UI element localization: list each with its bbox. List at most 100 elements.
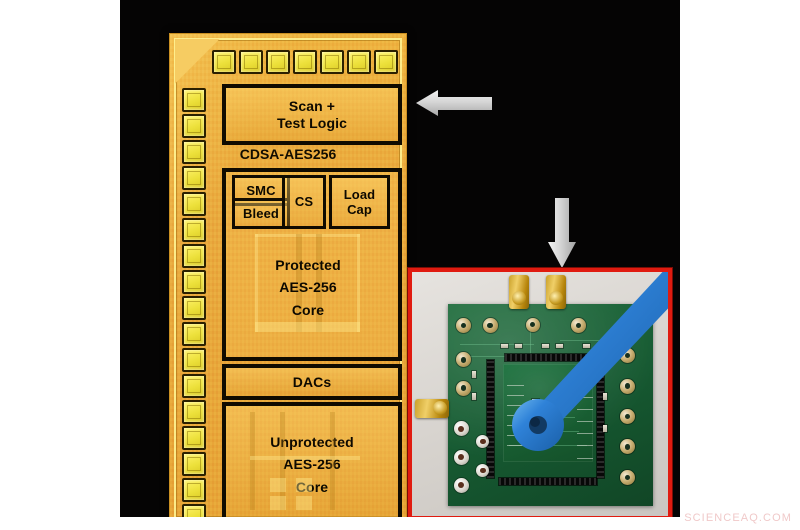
unprotected-core-metal xyxy=(270,478,286,492)
protected-core-metal xyxy=(255,234,360,237)
protected-core-metal xyxy=(357,234,360,332)
pcb-via-pad xyxy=(482,317,498,333)
pcb-silkscreen xyxy=(507,394,524,396)
bond-pad-top xyxy=(239,50,263,74)
bond-pad-top xyxy=(212,50,236,74)
bond-pad-top xyxy=(347,50,371,74)
bleed-label: Bleed xyxy=(243,205,279,221)
chip-die-micrograph: Scan + Test Logic CDSA-AES256 SMC Bleed … xyxy=(170,34,406,517)
pcb-via-pad xyxy=(619,409,635,425)
pcb-smd-component xyxy=(603,425,608,433)
unprotected-core-metal xyxy=(250,412,255,510)
block-dacs: DACs xyxy=(222,364,402,400)
block-unprotected-aes-core: Unprotected AES-256 Core xyxy=(222,402,402,517)
pcb-silkscreen xyxy=(576,457,594,459)
load-cap-line2: Cap xyxy=(347,202,372,217)
pcb-smd-component xyxy=(556,344,564,349)
bond-pad-top xyxy=(374,50,398,74)
pcb-test-pad xyxy=(476,435,490,449)
bond-pad-left xyxy=(182,426,206,450)
pcb-trace xyxy=(529,319,531,361)
smc-label: SMC xyxy=(246,182,276,198)
pcb-silkscreen xyxy=(576,409,594,411)
pcb-test-pad xyxy=(453,449,469,465)
pcb-via-pad xyxy=(456,317,472,333)
pcb-trace xyxy=(560,340,622,342)
pcb-via-pad xyxy=(525,317,540,332)
pcb-test-pad xyxy=(453,477,469,493)
block-scan-test-logic: Scan + Test Logic xyxy=(222,84,402,145)
pcb-via-pad xyxy=(456,352,472,368)
pcb-silkscreen xyxy=(507,445,524,447)
protected-core-metal xyxy=(255,322,360,332)
unprotected-core-metal xyxy=(330,412,335,510)
pcb-header-top xyxy=(505,354,592,362)
protected-core-metal xyxy=(296,234,302,332)
protected-core-line2: AES-256 xyxy=(279,279,337,296)
bond-pad-left xyxy=(182,348,206,372)
unprotected-core-metal xyxy=(296,496,312,510)
bond-pad-left xyxy=(182,400,206,424)
bond-pad-left xyxy=(182,244,206,268)
unprotected-core-metal xyxy=(270,496,286,510)
pcb-silkscreen xyxy=(576,445,594,447)
pcb-silkscreen xyxy=(576,421,594,423)
watermark: SCIENCEAQ.COM xyxy=(684,512,792,524)
block-cs: CS xyxy=(282,175,326,229)
pcb-smd-component xyxy=(472,370,477,378)
pcb-via-pad xyxy=(619,378,635,394)
pcb-test-pad xyxy=(453,421,469,437)
pcb-header-bottom xyxy=(499,477,598,485)
unprotected-core-metal xyxy=(296,478,312,492)
pcb-via-pad xyxy=(619,469,635,485)
pcb-smd-component xyxy=(501,344,509,349)
bond-pad-left xyxy=(182,114,206,138)
protected-core-metal xyxy=(316,234,322,332)
pcb-smd-component xyxy=(603,392,608,400)
pcb-smd-component xyxy=(472,392,477,400)
pcb-photograph xyxy=(408,268,672,517)
pcb-sma-connector-left xyxy=(415,398,450,418)
protected-core-line3: Core xyxy=(291,301,325,318)
load-cap-line1: Load xyxy=(343,186,376,202)
bond-pad-left xyxy=(182,270,206,294)
pcb-via-pad xyxy=(619,439,635,455)
bond-pad-left xyxy=(182,478,206,502)
pcb-silkscreen xyxy=(507,404,524,406)
dacs-label: DACs xyxy=(292,373,332,390)
pcb-header-left xyxy=(486,360,494,479)
pcb-trace xyxy=(460,356,518,358)
bond-pad-top xyxy=(266,50,290,74)
bond-pad-left xyxy=(182,322,206,346)
unprotected-core-metal xyxy=(250,456,360,460)
bond-pad-top xyxy=(293,50,317,74)
bond-pad-left xyxy=(182,296,206,320)
bond-pad-left xyxy=(182,88,206,112)
pcb-smd-component xyxy=(515,344,523,349)
pcb-trace xyxy=(460,344,534,346)
unprotected-core-line2: AES-256 xyxy=(283,456,341,473)
unprotected-core-metal xyxy=(280,412,285,510)
photo-plate: Scan + Test Logic CDSA-AES256 SMC Bleed … xyxy=(120,0,680,517)
pcb-silkscreen xyxy=(576,396,594,398)
bond-pad-left xyxy=(182,504,206,517)
pcb-via-pad xyxy=(570,317,586,333)
pcb-via-pad xyxy=(456,380,472,396)
bond-pad-left xyxy=(182,192,206,216)
bond-pad-left xyxy=(182,374,206,398)
pcb-test-pad xyxy=(476,463,490,477)
die-title: CDSA-AES256 xyxy=(239,146,337,162)
bond-pad-left xyxy=(182,140,206,164)
pcb-silkscreen xyxy=(576,433,594,435)
pcb-header-right xyxy=(597,372,605,479)
bond-pad-left xyxy=(182,452,206,476)
scan-test-logic-line2: Test Logic xyxy=(277,114,347,131)
bond-pad-left xyxy=(182,166,206,190)
arrow-to-pcb xyxy=(545,198,579,268)
scan-test-logic-line1: Scan + xyxy=(288,97,336,114)
block-load-cap: Load Cap xyxy=(329,175,390,229)
cs-label: CS xyxy=(294,194,314,210)
protected-core-metal xyxy=(255,234,258,332)
pcb-smd-component xyxy=(582,344,590,349)
